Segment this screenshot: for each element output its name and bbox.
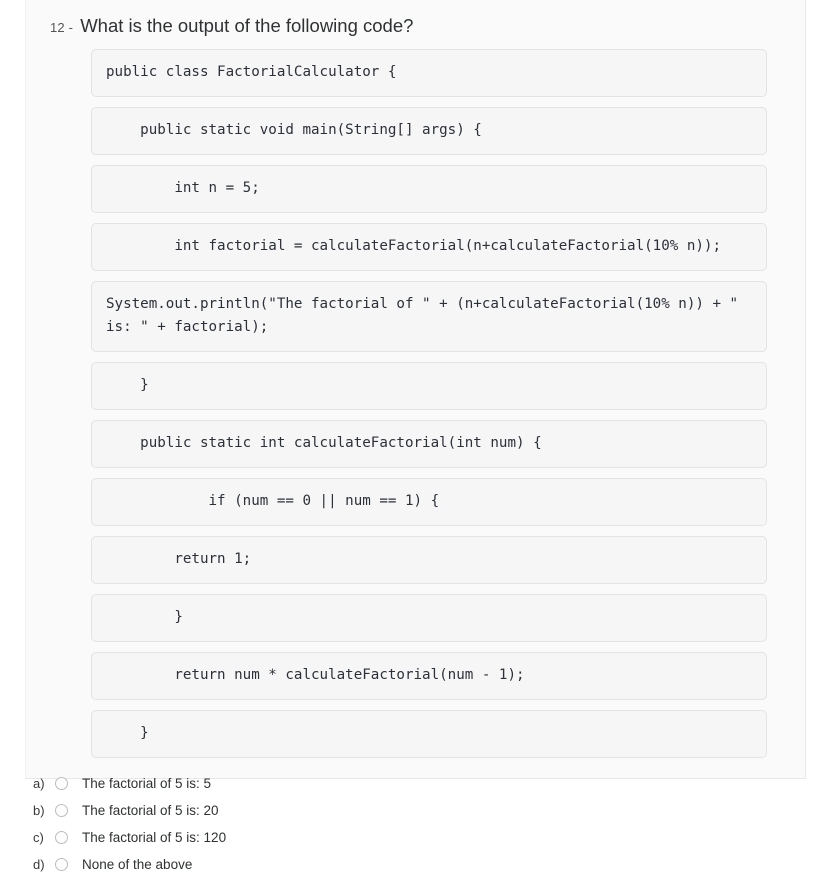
question-number: 12 - (50, 20, 74, 35)
option-letter: c) (33, 830, 44, 845)
option-row-a[interactable]: a) The factorial of 5 is: 5 (33, 770, 533, 797)
code-line: System.out.println("The factorial of " +… (91, 281, 767, 353)
radio-button-a[interactable] (55, 777, 68, 790)
question-card: 12 - What is the output of the following… (25, 0, 806, 780)
radio-button-d[interactable] (55, 858, 68, 871)
code-line: return num * calculateFactorial(num - 1)… (91, 652, 767, 701)
radio-button-c[interactable] (55, 831, 68, 844)
option-letter: b) (33, 803, 45, 818)
question-header: 12 - What is the output of the following… (40, 14, 785, 37)
option-letter: a) (33, 776, 45, 791)
option-row-b[interactable]: b) The factorial of 5 is: 20 (33, 797, 533, 824)
code-line: return 1; (91, 536, 767, 585)
answer-options: a) The factorial of 5 is: 5 b) The facto… (33, 770, 533, 878)
option-label: The factorial of 5 is: 120 (82, 830, 227, 845)
radio-button-b[interactable] (55, 804, 68, 817)
option-label: None of the above (82, 857, 193, 872)
code-line: if (num == 0 || num == 1) { (91, 478, 767, 527)
option-row-c[interactable]: c) The factorial of 5 is: 120 (33, 824, 533, 851)
option-label: The factorial of 5 is: 5 (82, 776, 212, 791)
code-line: int factorial = calculateFactorial(n+cal… (91, 223, 767, 272)
option-label: The factorial of 5 is: 20 (82, 803, 219, 818)
code-line: public class FactorialCalculator { (91, 49, 767, 98)
code-line: public static void main(String[] args) { (91, 107, 767, 156)
code-line: } (91, 710, 767, 759)
code-line: public static int calculateFactorial(int… (91, 420, 767, 469)
code-line: } (91, 362, 767, 411)
option-letter: d) (33, 857, 45, 872)
question-prompt: What is the output of the following code… (80, 15, 414, 36)
code-line: int n = 5; (91, 165, 767, 214)
option-row-d[interactable]: d) None of the above (33, 851, 533, 878)
code-line: } (91, 594, 767, 643)
code-block-list: public class FactorialCalculator { publi… (40, 49, 785, 759)
